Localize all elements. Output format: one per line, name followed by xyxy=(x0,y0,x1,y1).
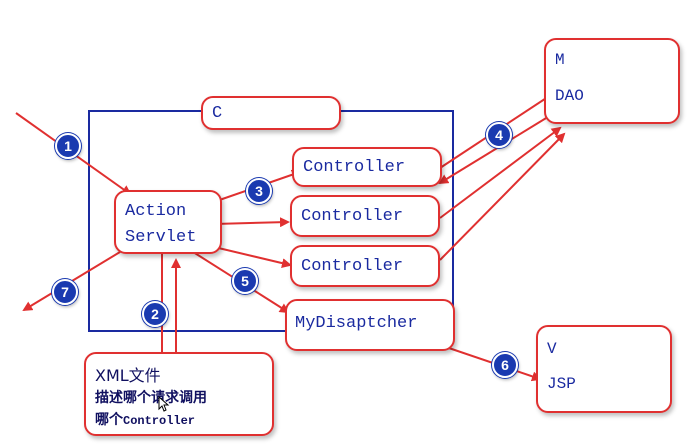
model-line2: DAO xyxy=(555,87,584,105)
controller-box-1: Controller xyxy=(292,147,442,187)
badge-1: 1 xyxy=(55,133,81,159)
dispatcher-box: MyDisaptcher xyxy=(285,299,455,351)
arrow-controller-2-to-model xyxy=(439,126,562,219)
arrow-controller-3-to-model xyxy=(439,132,566,261)
xml-box: XML文件 描述哪个请求调用 哪个Controller xyxy=(84,352,274,436)
controller-box-2: Controller xyxy=(290,195,440,237)
xml-line1: XML文件 xyxy=(95,366,161,385)
action-servlet-line1: Action xyxy=(125,202,187,221)
arrow-servlet-to-controller-2 xyxy=(213,217,290,228)
view-box: V JSP xyxy=(536,325,672,413)
badge-6: 6 xyxy=(492,352,518,378)
badge-5: 5 xyxy=(232,268,258,294)
xml-line3-prefix: 哪个 xyxy=(95,412,123,428)
mouse-cursor-icon xyxy=(158,396,170,412)
c-label-box: C xyxy=(201,96,341,130)
xml-line2: 描述哪个请求调用 xyxy=(95,390,207,406)
controller-box-3: Controller xyxy=(290,245,440,287)
dispatcher-label: MyDisaptcher xyxy=(295,314,418,333)
xml-line3: 哪个Controller xyxy=(95,409,195,429)
arrow-servlet-to-controller-3 xyxy=(209,245,292,269)
badge-2: 2 xyxy=(142,301,168,327)
action-servlet-line2: Servlet xyxy=(125,228,197,247)
c-label: C xyxy=(212,104,223,123)
controller-label-1: Controller xyxy=(303,158,406,177)
view-line2: JSP xyxy=(547,375,576,393)
action-servlet-box: Action Servlet xyxy=(114,190,222,254)
view-line1: V xyxy=(547,340,557,358)
arrow-dispatcher-to-view xyxy=(439,344,542,382)
controller-label-2: Controller xyxy=(301,207,404,226)
model-box: M DAO xyxy=(544,38,680,124)
model-line1: M xyxy=(555,51,565,69)
controller-label-3: Controller xyxy=(301,257,404,276)
xml-line3-controller: Controller xyxy=(123,414,196,428)
badge-4: 4 xyxy=(486,122,512,148)
badge-7: 7 xyxy=(52,279,78,305)
badge-3: 3 xyxy=(246,178,272,204)
